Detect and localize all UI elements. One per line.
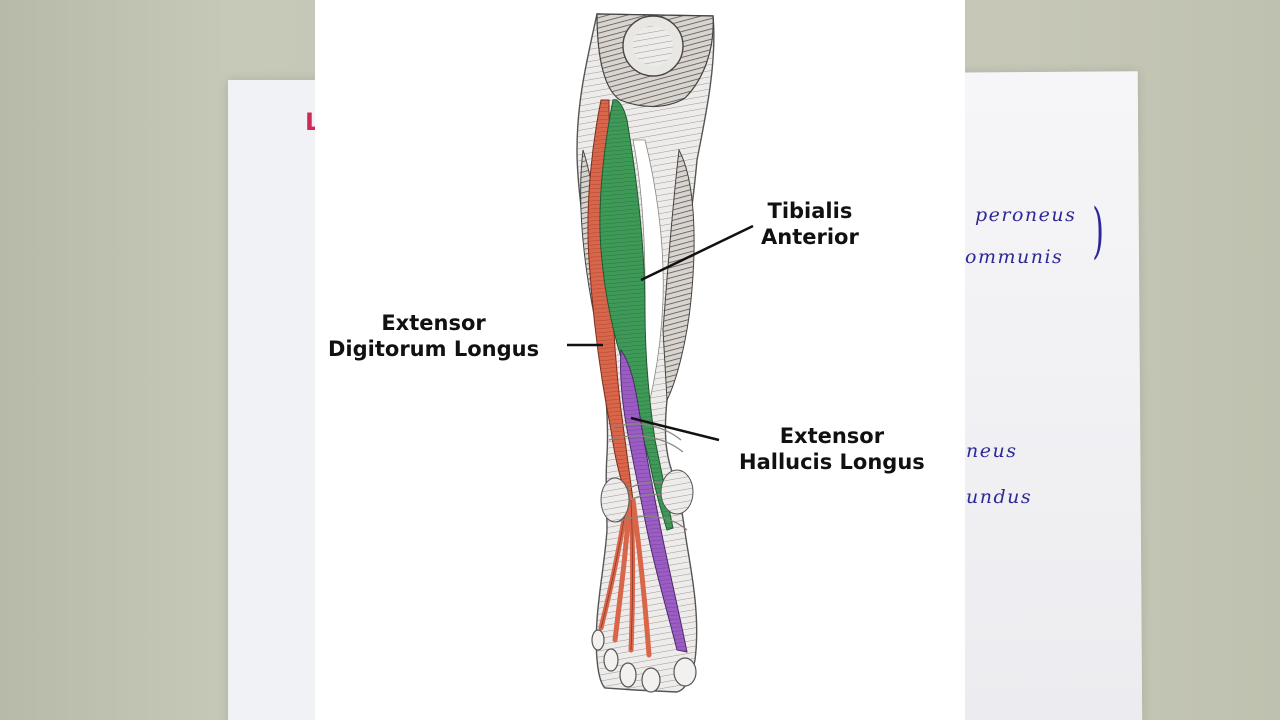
- label-extensor-hallucis-longus: Extensor Hallucis Longus: [739, 423, 925, 475]
- anatomy-diagram-panel: Tibialis Anterior Extensor Digitorum Lon…: [315, 0, 965, 720]
- lateral-malleolus: [600, 477, 630, 523]
- handwritten-note-1: peroneus: [975, 204, 1077, 226]
- label-extensor-digitorum-longus: Extensor Digitorum Longus: [328, 310, 539, 362]
- extensor-hallucis-longus-leader-line: [630, 416, 720, 442]
- label-tibialis-anterior: Tibialis Anterior: [761, 198, 859, 250]
- label-extensor-digitorum-longus-line2: Digitorum Longus: [328, 337, 540, 361]
- handwritten-bracket: ): [1092, 196, 1105, 266]
- label-extensor-digitorum-longus-line1: Extensor: [381, 311, 486, 335]
- extensor-hallucis-longus-muscle: [619, 348, 688, 653]
- label-extensor-hallucis-longus-line1: Extensor: [779, 424, 885, 448]
- tibialis-anterior-leader-line: [640, 224, 754, 282]
- handwritten-note-3: neus: [966, 440, 1018, 462]
- leg-anatomy-illustration: [567, 13, 754, 693]
- medial-malleolus: [660, 469, 694, 515]
- toes: [591, 629, 697, 693]
- tibialis-anterior-muscle: [599, 99, 674, 531]
- label-extensor-hallucis-longus-line2: Hallucis Longus: [739, 450, 925, 474]
- handwritten-note-4: undus: [966, 486, 1033, 508]
- label-tibialis-anterior-line1: Tibialis: [767, 199, 853, 223]
- peroneal-muscles: [662, 148, 695, 402]
- label-tibialis-anterior-line2: Anterior: [761, 225, 859, 249]
- handwritten-note-2: ommunis: [965, 246, 1064, 268]
